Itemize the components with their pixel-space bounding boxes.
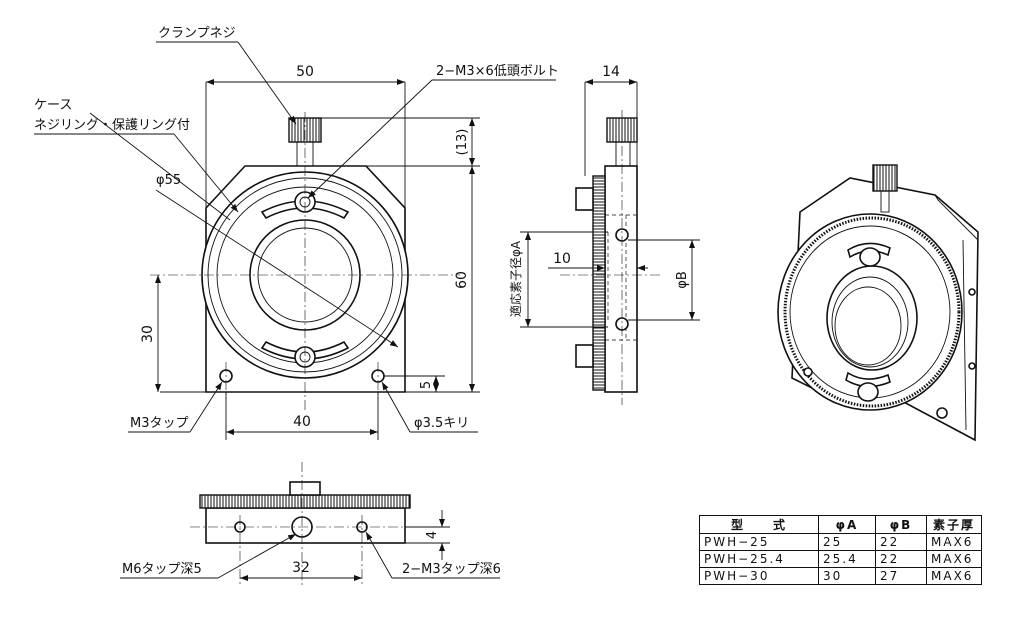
table-cell: PWH−30 [699, 567, 819, 585]
table-row: PWH−30 30 27 MAX6 [699, 567, 982, 585]
bottom-ring-knurl [199, 494, 411, 509]
label-bolt: 2−M3×6低頭ボルト [436, 64, 559, 79]
label-m3-tap: M3タップ [130, 416, 189, 431]
dim-14: 14 [602, 64, 620, 80]
table-cell: 25.4 [818, 550, 876, 568]
table-cell: 22 [875, 550, 927, 568]
iso-view [777, 164, 979, 442]
side-dimensions: 14 適応素子径φA 10 φB [508, 64, 700, 328]
bottom-dimensions: 4 32 M6タップ深5 2−M3タップ深6 [120, 510, 501, 581]
dim-5: 5 [419, 381, 434, 389]
label-phi55: φ55 [156, 173, 181, 188]
iso-clamp-knob [872, 164, 898, 192]
table-cell: 22 [875, 533, 927, 551]
dim-32: 32 [292, 560, 310, 576]
dim-40: 40 [293, 414, 311, 430]
label-element-dia: 適応素子径φA [508, 240, 523, 317]
table-cell: MAX6 [926, 533, 982, 551]
table-header: 型 式 [699, 515, 819, 534]
table-cell: 25 [818, 533, 876, 551]
spec-table: 型 式 φA φB 素子厚 PWH−25 25 22 MAX6 PWH−25.4… [699, 515, 982, 585]
iso-aperture [826, 265, 918, 371]
front-dimensions: 50 (13) 60 30 5 40 [140, 64, 480, 440]
label-ring: ネジリング・保護リング付 [34, 117, 190, 133]
table-header-row: 型 式 φA φB 素子厚 [699, 515, 982, 534]
label-drill: φ3.5キリ [414, 416, 469, 431]
side-view [560, 110, 660, 405]
side-ring-knurl [592, 175, 606, 391]
table-row: PWH−25.4 25.4 22 MAX6 [699, 550, 982, 568]
label-clamp-screw: クランプネジ [158, 26, 236, 41]
table-cell: PWH−25 [699, 533, 819, 551]
table-cell: 30 [818, 567, 876, 585]
table-cell: MAX6 [926, 550, 982, 568]
bottom-slot [260, 340, 350, 360]
table-header: 素子厚 [926, 515, 982, 534]
table-row: PWH−25 25 22 MAX6 [699, 533, 982, 551]
table-cell: PWH−25.4 [699, 550, 819, 568]
dim-30: 30 [140, 325, 156, 343]
table-cell: MAX6 [926, 567, 982, 585]
dim-50: 50 [296, 64, 314, 80]
front-view [150, 112, 460, 410]
dim-10: 10 [553, 251, 571, 267]
label-phi-b: φB [675, 271, 690, 289]
label-case: ケース [34, 98, 72, 113]
top-slot [260, 200, 350, 220]
table-header: φB [875, 515, 927, 534]
table-header: φA [818, 515, 876, 534]
label-m3-tap-deep: 2−M3タップ深6 [402, 562, 501, 577]
side-case [604, 165, 638, 393]
dim-13: (13) [455, 129, 470, 156]
table-cell: 27 [875, 567, 927, 585]
bottom-view [190, 462, 420, 585]
label-m6-tap: M6タップ深5 [122, 562, 202, 577]
front-labels: クランプネジ 2−M3×6低頭ボルト ケース ネジリング・保護リング付 φ55 … [34, 26, 559, 433]
dim-60: 60 [454, 271, 470, 289]
dim-4: 4 [425, 531, 440, 539]
